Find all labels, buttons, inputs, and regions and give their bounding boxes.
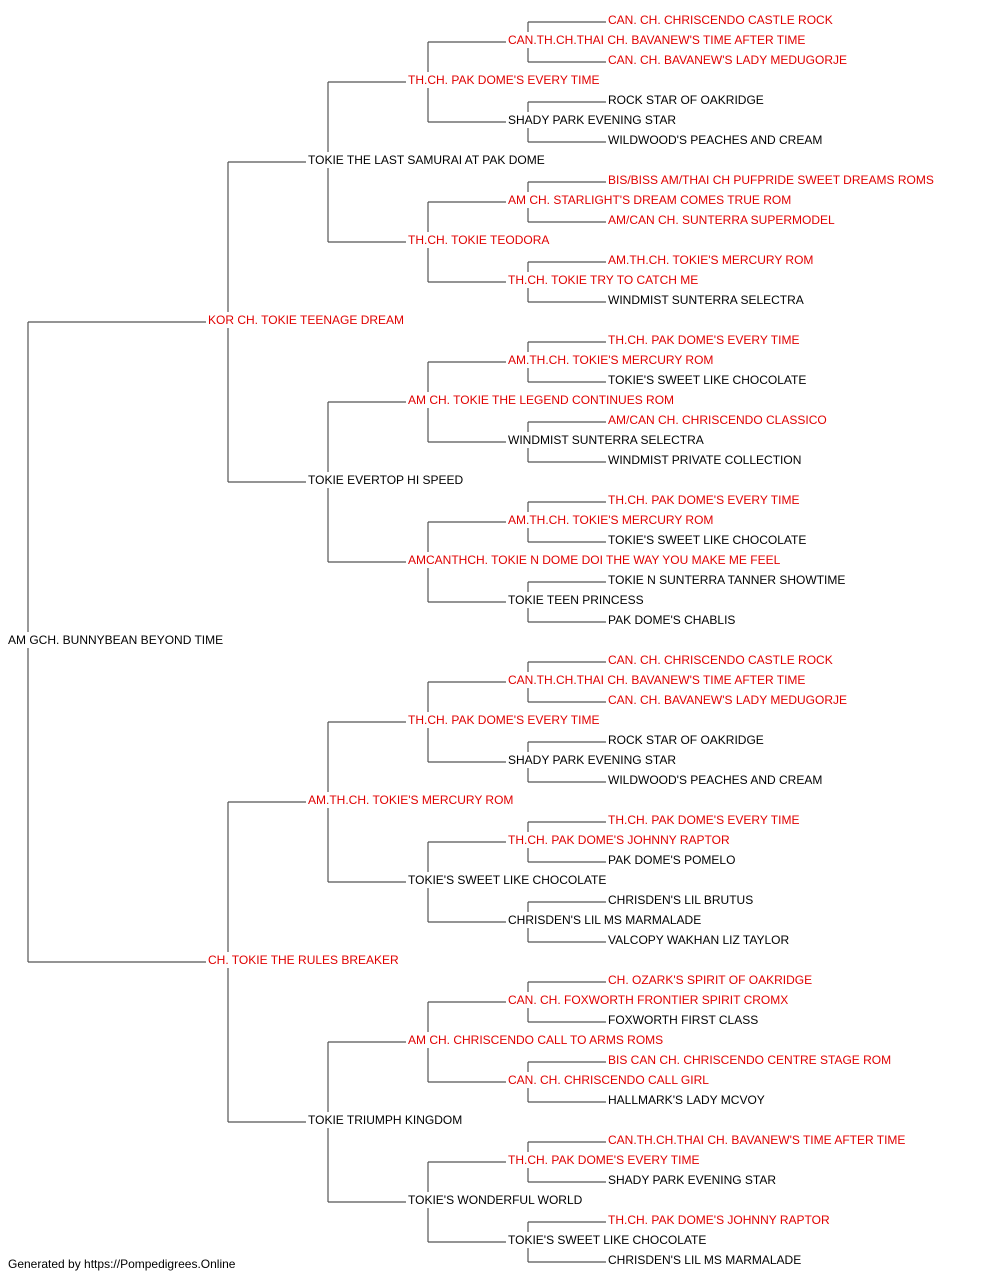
ancestor-name: CHRISDEN'S LIL MS MARMALADE <box>508 913 701 927</box>
ancestor-name: TOKIE THE LAST SAMURAI AT PAK DOME <box>308 153 545 167</box>
ancestor-name: ROCK STAR OF OAKRIDGE <box>608 733 764 747</box>
ancestor-name: WINDMIST SUNTERRA SELECTRA <box>608 293 804 307</box>
ancestor-name: ROCK STAR OF OAKRIDGE <box>608 93 764 107</box>
ancestor-name: CAN. CH. CHRISCENDO CALL GIRL <box>508 1073 709 1087</box>
ancestor-name: CAN.TH.CH.THAI CH. BAVANEW'S TIME AFTER … <box>508 673 805 687</box>
ancestor-name: TH.CH. PAK DOME'S EVERY TIME <box>608 813 799 827</box>
ancestor-name: WILDWOOD'S PEACHES AND CREAM <box>608 133 822 147</box>
ancestor-name: PAK DOME'S CHABLIS <box>608 613 735 627</box>
footer-credit: Generated by https://Pompedigrees.Online <box>8 1257 236 1271</box>
ancestor-name: CAN. CH. CHRISCENDO CASTLE ROCK <box>608 653 833 667</box>
ancestor-name: AM CH. CHRISCENDO CALL TO ARMS ROMS <box>408 1033 663 1047</box>
ancestor-name: CAN. CH. CHRISCENDO CASTLE ROCK <box>608 13 833 27</box>
ancestor-name: TH.CH. PAK DOME'S EVERY TIME <box>608 493 799 507</box>
ancestor-name: AM.TH.CH. TOKIE'S MERCURY ROM <box>308 793 513 807</box>
ancestor-name: TOKIE'S SWEET LIKE CHOCOLATE <box>608 533 806 547</box>
ancestor-name: CAN. CH. BAVANEW'S LADY MEDUGORJE <box>608 53 847 67</box>
ancestor-name: AM CH. TOKIE THE LEGEND CONTINUES ROM <box>408 393 674 407</box>
ancestor-name: TOKIE'S SWEET LIKE CHOCOLATE <box>408 873 606 887</box>
ancestor-name: TH.CH. PAK DOME'S EVERY TIME <box>408 73 599 87</box>
ancestor-name: PAK DOME'S POMELO <box>608 853 735 867</box>
ancestor-name: TH.CH. PAK DOME'S EVERY TIME <box>608 333 799 347</box>
ancestor-name: AM.TH.CH. TOKIE'S MERCURY ROM <box>608 253 813 267</box>
ancestor-name: CAN.TH.CH.THAI CH. BAVANEW'S TIME AFTER … <box>608 1133 905 1147</box>
ancestor-name: CH. OZARK'S SPIRIT OF OAKRIDGE <box>608 973 812 987</box>
ancestor-name: WINDMIST PRIVATE COLLECTION <box>608 453 801 467</box>
ancestor-name: AM/CAN CH. CHRISCENDO CLASSICO <box>608 413 827 427</box>
ancestor-name: TH.CH. PAK DOME'S EVERY TIME <box>408 713 599 727</box>
ancestor-name: WILDWOOD'S PEACHES AND CREAM <box>608 773 822 787</box>
ancestor-name: AM CH. STARLIGHT'S DREAM COMES TRUE ROM <box>508 193 791 207</box>
ancestor-name: FOXWORTH FIRST CLASS <box>608 1013 758 1027</box>
ancestor-name: CAN. CH. BAVANEW'S LADY MEDUGORJE <box>608 693 847 707</box>
ancestor-name: TOKIE EVERTOP HI SPEED <box>308 473 464 487</box>
ancestor-name: CAN.TH.CH.THAI CH. BAVANEW'S TIME AFTER … <box>508 33 805 47</box>
ancestor-name: TOKIE'S WONDERFUL WORLD <box>408 1193 583 1207</box>
ancestor-name: WINDMIST SUNTERRA SELECTRA <box>508 433 704 447</box>
ancestor-name: SHADY PARK EVENING STAR <box>508 113 676 127</box>
ancestor-name: TH.CH. PAK DOME'S JOHNNY RAPTOR <box>508 833 730 847</box>
ancestor-name: CHRISDEN'S LIL MS MARMALADE <box>608 1253 801 1267</box>
ancestor-name: TH.CH. PAK DOME'S JOHNNY RAPTOR <box>608 1213 830 1227</box>
ancestor-name: TOKIE'S SWEET LIKE CHOCOLATE <box>508 1233 706 1247</box>
ancestor-name: TOKIE'S SWEET LIKE CHOCOLATE <box>608 373 806 387</box>
ancestor-name: VALCOPY WAKHAN LIZ TAYLOR <box>608 933 789 947</box>
ancestor-name: BIS/BISS AM/THAI CH PUFPRIDE SWEET DREAM… <box>608 173 934 187</box>
ancestor-name: TH.CH. TOKIE TEODORA <box>408 233 549 247</box>
ancestor-name: HALLMARK'S LADY MCVOY <box>608 1093 765 1107</box>
ancestor-name: TOKIE N SUNTERRA TANNER SHOWTIME <box>608 573 845 587</box>
ancestor-name: TH.CH. TOKIE TRY TO CATCH ME <box>508 273 698 287</box>
ancestor-name: AMCANTHCH. TOKIE N DOME DOI THE WAY YOU … <box>408 553 781 567</box>
ancestor-name: CAN. CH. FOXWORTH FRONTIER SPIRIT CROMX <box>508 993 788 1007</box>
ancestor-name: TOKIE TRIUMPH KINGDOM <box>308 1113 462 1127</box>
ancestor-name: KOR CH. TOKIE TEENAGE DREAM <box>208 313 404 327</box>
subject-dog-name: AM GCH. BUNNYBEAN BEYOND TIME <box>8 633 223 647</box>
ancestor-name: AM.TH.CH. TOKIE'S MERCURY ROM <box>508 353 713 367</box>
ancestor-name: CHRISDEN'S LIL BRUTUS <box>608 893 753 907</box>
ancestor-name: CH. TOKIE THE RULES BREAKER <box>208 953 399 967</box>
ancestor-name: SHADY PARK EVENING STAR <box>508 753 676 767</box>
ancestor-name: TH.CH. PAK DOME'S EVERY TIME <box>508 1153 699 1167</box>
ancestor-name: AM.TH.CH. TOKIE'S MERCURY ROM <box>508 513 713 527</box>
ancestor-name: TOKIE TEEN PRINCESS <box>508 593 644 607</box>
ancestor-name: BIS CAN CH. CHRISCENDO CENTRE STAGE ROM <box>608 1053 891 1067</box>
ancestor-name: AM/CAN CH. SUNTERRA SUPERMODEL <box>608 213 835 227</box>
ancestor-name: SHADY PARK EVENING STAR <box>608 1173 776 1187</box>
